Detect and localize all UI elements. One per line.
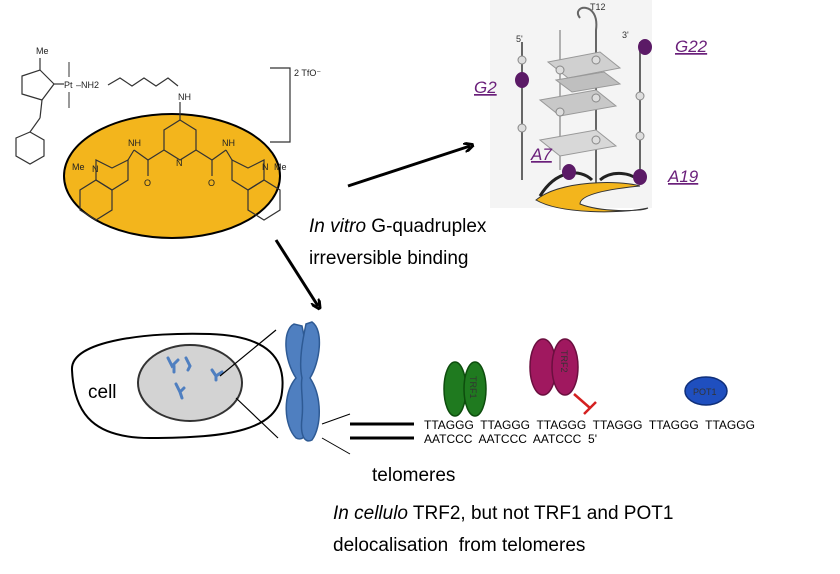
incellulo-rest: TRF2, but not TRF1 and POT1 xyxy=(408,503,673,524)
five-prime-label: 5' xyxy=(516,34,523,44)
quinolinium-n-left: N xyxy=(92,164,99,174)
pot1-protein: POT1 xyxy=(684,376,728,406)
incellulo-italic: In cellulo xyxy=(333,503,408,524)
site-label-g2: G2 xyxy=(474,78,497,97)
site-marker-g2 xyxy=(515,72,529,88)
butyl-linker xyxy=(107,77,179,87)
cyclohexyl-ring xyxy=(15,131,45,165)
site-marker-a7 xyxy=(562,164,576,180)
amide-o-right: O xyxy=(208,178,215,188)
invitro-caption-line1: In vitro G-quadruplex xyxy=(309,216,487,237)
site-marker-a19 xyxy=(633,169,647,185)
trf1-label: TRF1 xyxy=(468,376,478,399)
invitro-rest: G-quadruplex xyxy=(366,216,487,237)
sequence-top: TTAGGG TTAGGG TTAGGG TTAGGG TTAGGG TTAGG… xyxy=(424,418,755,432)
trf2-protein: TRF2 xyxy=(529,338,579,396)
arrow-to-cell xyxy=(274,239,318,306)
amide-o-left: O xyxy=(144,178,151,188)
amide-nh-left: NH xyxy=(128,138,141,148)
g-quadruplex-structure: T12 5' 3' G2 G22 A7 A19 xyxy=(474,0,708,213)
nh2-label: –NH2 xyxy=(76,80,99,90)
arrow-to-quadruplex xyxy=(347,146,470,188)
molecule-structure: Me Pt –NH2 NH 2 TfO⁻ N O NH O NH Me xyxy=(15,46,321,239)
methyl-label-left: Me xyxy=(72,162,85,172)
platinum-label: Pt xyxy=(64,80,73,90)
site-marker-g22 xyxy=(638,39,652,55)
cell-illustration: cell xyxy=(70,329,284,440)
cell-label: cell xyxy=(88,382,117,403)
quinolinium-left-ring-b xyxy=(79,179,113,221)
counterion-bracket xyxy=(270,67,291,143)
cell-nucleus xyxy=(137,344,243,422)
trf1-protein: TRF1 xyxy=(443,361,487,417)
pyridine-n-label: N xyxy=(176,158,183,168)
invitro-italic: In vitro xyxy=(309,216,366,237)
site-label-g22: G22 xyxy=(675,37,708,56)
invitro-caption-line2: irreversible binding xyxy=(309,248,468,269)
bound-ligand-crescent xyxy=(535,182,649,213)
chromosome xyxy=(285,321,351,455)
amide-nh-right: NH xyxy=(222,138,235,148)
site-label-a7: A7 xyxy=(530,145,552,164)
telomeres-label: telomeres xyxy=(372,465,455,486)
three-prime-label: 3' xyxy=(622,30,629,40)
ligand-highlight-ellipse xyxy=(63,113,281,239)
imidazole-ring xyxy=(21,69,55,101)
incellulo-caption-line2: delocalisation from telomeres xyxy=(333,535,585,556)
incellulo-caption-line1: In cellulo TRF2, but not TRF1 and POT1 xyxy=(333,503,673,524)
site-label-a19: A19 xyxy=(667,167,699,186)
pot1-label: POT1 xyxy=(693,387,717,397)
methyl-label-right: Me xyxy=(274,162,287,172)
loop-label: T12 xyxy=(590,2,606,12)
quinolinium-right-ring-b xyxy=(247,179,281,221)
pyridine-ring xyxy=(163,119,197,161)
trf2-inhibition-arrow xyxy=(573,393,597,415)
counterion-label: 2 TfO⁻ xyxy=(294,68,321,78)
methyl-label-top: Me xyxy=(36,46,49,56)
chromatid-right xyxy=(299,321,321,442)
quinolinium-n-right: N xyxy=(262,162,269,172)
sequence-bottom: AATCCC AATCCC AATCCC 5' xyxy=(424,432,597,446)
trf2-label: TRF2 xyxy=(559,350,569,373)
linker-nh-label: NH xyxy=(178,92,191,102)
